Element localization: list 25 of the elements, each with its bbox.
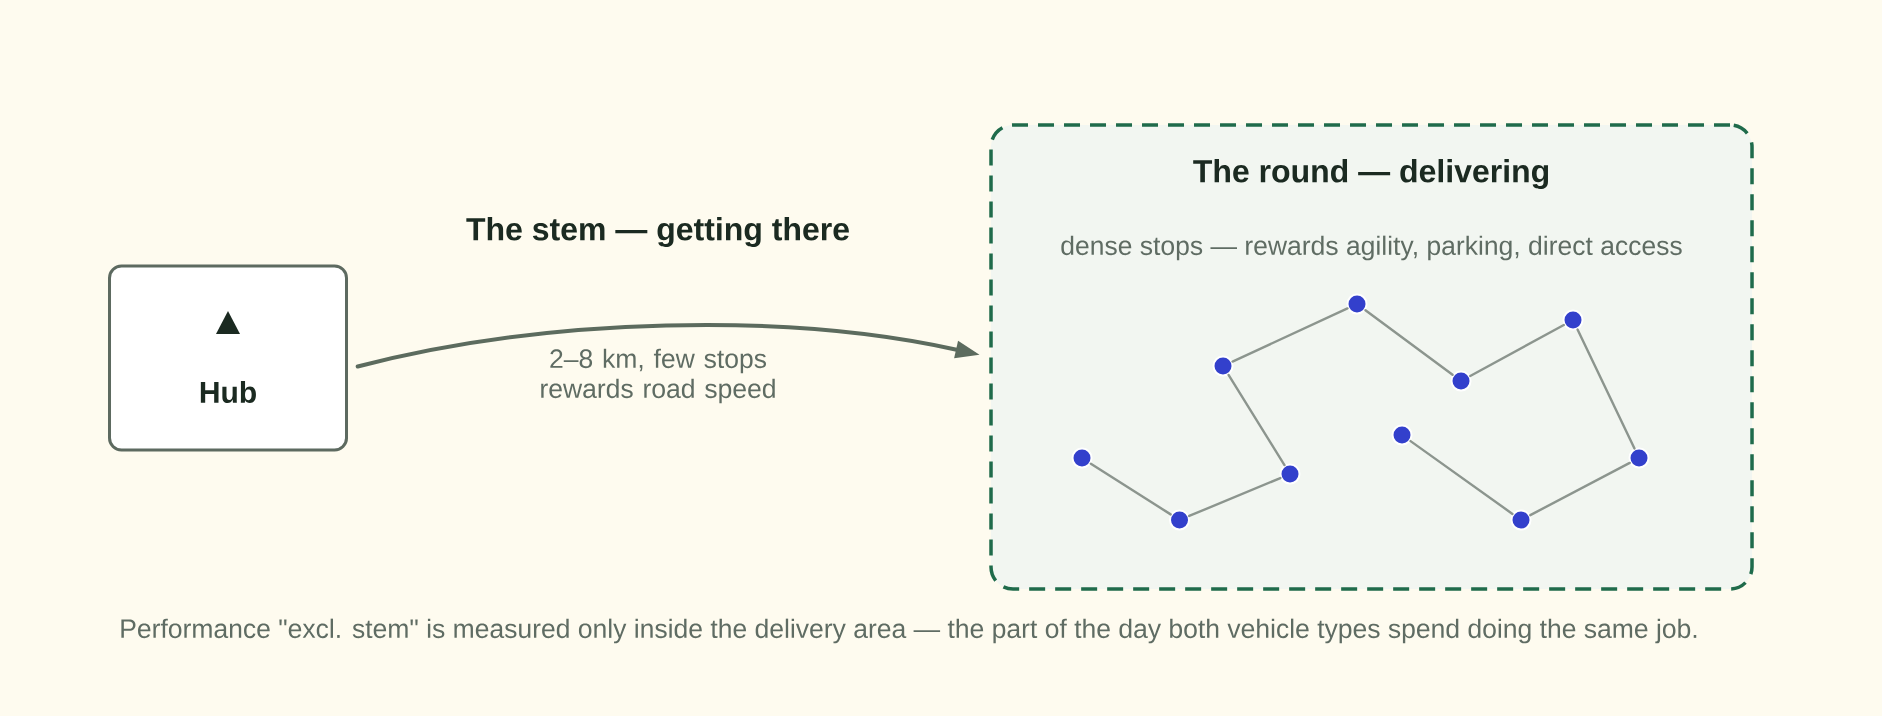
dashed-area-box: The round — delivering dense stops — rewards agility, parking, direct access <box>989 123 1754 591</box>
stop-dot <box>1510 509 1532 531</box>
route-line <box>1364 309 1454 376</box>
edge-label: 2–8 km, few stops rewards road speed <box>536 346 780 406</box>
stop-dot <box>1071 447 1093 469</box>
route-line <box>1231 307 1349 363</box>
stop-dot <box>1212 355 1234 377</box>
route-line <box>1188 476 1282 518</box>
stop-dot <box>1279 463 1301 485</box>
route-line <box>1409 439 1514 516</box>
caption: Performance "excl. stem" is measured only inside the delivery area — the part of the day both vehicle types spend doing the same job. <box>121 618 1697 644</box>
route-line <box>1529 461 1631 517</box>
stop-dot <box>1391 424 1413 446</box>
section-heading: The stem — getting there <box>466 217 849 247</box>
stop-dot <box>1628 447 1650 469</box>
stop-dot <box>1562 309 1584 331</box>
route-line <box>1576 328 1636 450</box>
rounded-box: Hub <box>108 264 348 452</box>
route-line <box>1469 323 1565 378</box>
arrow <box>355 323 980 369</box>
stop-dot <box>1450 370 1472 392</box>
stop-dot <box>1169 509 1190 531</box>
route-line <box>1089 462 1172 516</box>
route-line <box>1227 373 1286 467</box>
stop-dot <box>1346 293 1368 315</box>
